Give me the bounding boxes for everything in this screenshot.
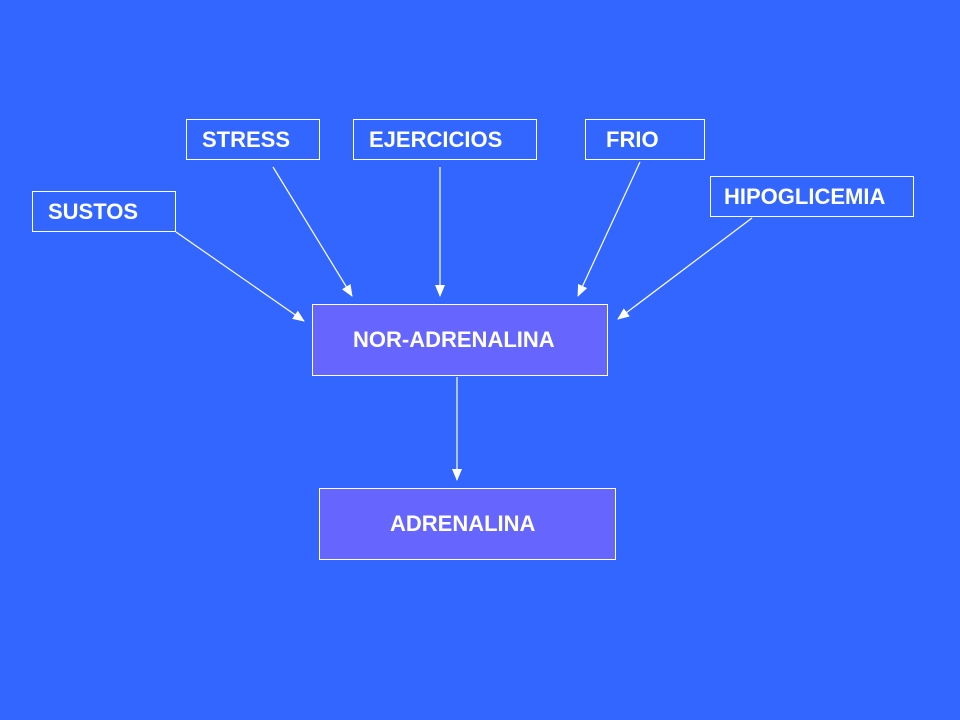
arrow-frio-to-noradrenalina [577,161,641,297]
arrow-sustos-to-noradrenalina [175,231,305,322]
cause-label-ejercicios: EJERCICIOS [369,126,503,152]
arrow-hipoglicemia-to-noradrenalina [617,217,753,320]
hormone-label-noradrenalina: NOR-ADRENALINA [353,327,555,352]
arrow-stress-to-noradrenalina [272,166,353,297]
cause-box-hipoglicemia: HIPOGLICEMIA [710,176,914,217]
cause-box-stress: STRESS [186,119,320,160]
cause-label-frio: FRIO [606,126,659,152]
cause-box-ejercicios: EJERCICIOS [353,119,537,160]
hormone-label-adrenalina: ADRENALINA [390,511,536,536]
cause-label-hipoglicemia: HIPOGLICEMIA [724,183,886,209]
cause-label-sustos: SUSTOS [48,198,139,224]
cause-box-frio: FRIO [585,119,705,160]
cause-box-sustos: SUSTOS [32,191,176,232]
cause-label-stress: STRESS [202,126,291,152]
hormone-box-noradrenalina: NOR-ADRENALINA [312,304,608,376]
hormone-box-adrenalina: ADRENALINA [319,488,616,560]
